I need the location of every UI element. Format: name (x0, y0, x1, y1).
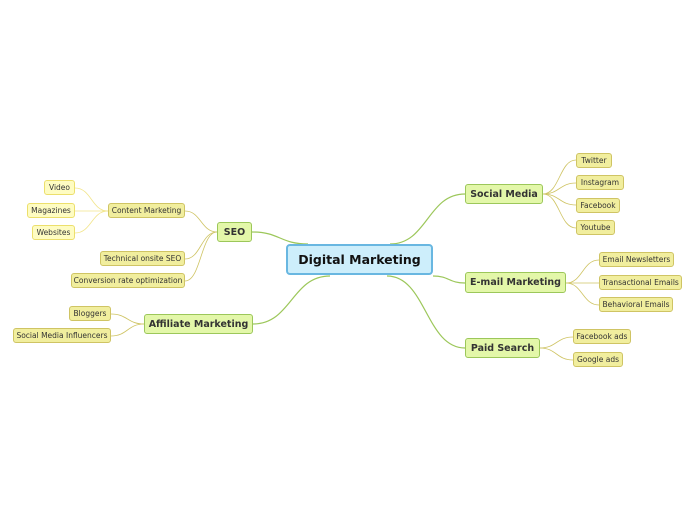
central-topic[interactable]: Digital Marketing (286, 244, 433, 275)
link-affiliate-influencers (110, 323, 145, 337)
link-email-behavioral (565, 282, 600, 306)
subtopic-instagram[interactable]: Instagram (576, 175, 624, 190)
link-email-newsletters (565, 259, 600, 284)
subtopic-google-ads[interactable]: Google ads (573, 352, 623, 367)
subtopic-content-marketing[interactable]: Content Marketing (108, 203, 185, 218)
leaf-websites[interactable]: Websites (32, 225, 75, 240)
link-content-websites (74, 210, 109, 234)
subtopic-technical-onsite-seo[interactable]: Technical onsite SEO (100, 251, 185, 266)
subtopic-bloggers[interactable]: Bloggers (69, 306, 111, 321)
link-social-twitter (542, 159, 577, 195)
link-seo-technical (184, 231, 218, 260)
leaf-video[interactable]: Video (44, 180, 75, 195)
topic-social-media[interactable]: Social Media (465, 184, 543, 204)
link-social-youtube (542, 193, 577, 229)
subtopic-twitter[interactable]: Twitter (576, 153, 612, 168)
subtopic-youtube[interactable]: Youtube (576, 220, 615, 235)
link-seo-content-marketing (184, 210, 218, 233)
link-central-paid-search (386, 275, 466, 349)
link-central-seo (251, 231, 309, 245)
link-social-instagram (542, 182, 577, 195)
topic-affiliate-marketing[interactable]: Affiliate Marketing (144, 314, 253, 334)
link-paid-facebook-ads (539, 336, 574, 349)
subtopic-facebook[interactable]: Facebook (576, 198, 620, 213)
link-central-email-marketing (432, 275, 466, 284)
topic-email-marketing[interactable]: E-mail Marketing (465, 272, 566, 293)
subtopic-transactional-emails[interactable]: Transactional Emails (599, 275, 682, 290)
subtopic-social-media-influencers[interactable]: Social Media Influencers (13, 328, 111, 343)
subtopic-behavioral-emails[interactable]: Behavioral Emails (599, 297, 673, 312)
subtopic-email-newsletters[interactable]: Email Newsletters (599, 252, 674, 267)
link-seo-conversion (184, 231, 218, 282)
subtopic-facebook-ads[interactable]: Facebook ads (573, 329, 631, 344)
link-affiliate-bloggers (110, 313, 145, 325)
topic-paid-search[interactable]: Paid Search (465, 338, 540, 358)
link-central-social-media (389, 193, 466, 245)
link-content-video (74, 187, 109, 212)
topic-seo[interactable]: SEO (217, 222, 252, 242)
link-paid-google-ads (539, 347, 574, 361)
subtopic-conversion-rate-optimization[interactable]: Conversion rate optimization (71, 273, 185, 288)
link-central-affiliate-marketing (252, 275, 331, 325)
leaf-magazines[interactable]: Magazines (27, 203, 75, 218)
